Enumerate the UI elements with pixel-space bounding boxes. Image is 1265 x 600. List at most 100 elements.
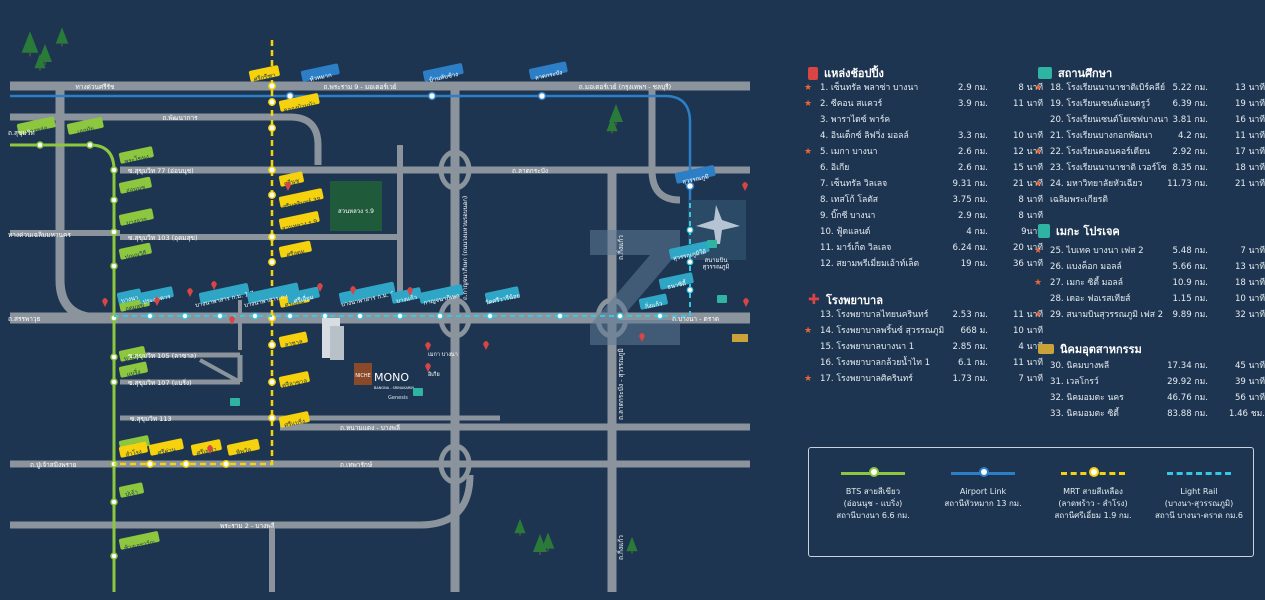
- star-icon: ★: [804, 147, 813, 157]
- section-hospital-list: 13. โรงพยาบาลไทยนครินทร์2.53 กม.11 นาที★…: [804, 307, 1043, 387]
- developer-logo: Genesis: [388, 395, 408, 401]
- place-row: 28. เดอะ ฟอเรสเทียส์1.15 กม.10 นาที: [1040, 291, 1265, 307]
- light-rail-station-label-tag: [116, 288, 142, 304]
- place-name: เฉลิมพระเกียรติ: [1050, 195, 1108, 205]
- light-rail-station: [251, 312, 259, 320]
- graduation-cap-icon: [1038, 67, 1052, 79]
- mrt-station: [146, 460, 154, 468]
- legend-rail-text: Light Rail (บางนา-สุวรรณภูมิ) สถานี บางน…: [1154, 487, 1244, 520]
- light-rail-station-label-tag: [198, 283, 250, 304]
- map-pin-icon: [102, 298, 108, 307]
- place-distance: 8.35 กม.: [1172, 163, 1208, 173]
- place-name: 2. ซีคอน สแควร์: [820, 99, 883, 109]
- place-row: 31. เวลโกรว์29.92 กม.39 นาที: [1040, 374, 1265, 390]
- section-industrial-title: นิคมอุตสาหกรรม: [1038, 340, 1142, 358]
- place-row: 26. แบงค็อก มอลล์5.66 กม.13 นาที: [1040, 259, 1265, 275]
- bts-station: [110, 196, 118, 204]
- place-distance: 668 ม.: [960, 326, 988, 336]
- mrt-station-label-tag: [278, 331, 308, 348]
- place-time: 36 นาที: [1012, 259, 1043, 269]
- light-rail-station: [616, 312, 624, 320]
- shopping-bag-icon: [808, 66, 818, 80]
- ikea-label: อิเกีย: [427, 371, 439, 378]
- place-distance: 19 กม.: [960, 259, 988, 269]
- transit-legend: BTS สายสีเขียว (อ่อนนุช - แบริ่ง) สถานีบ…: [808, 447, 1254, 557]
- place-distance: 4 กม.: [966, 227, 988, 237]
- pattanakarn-road: [10, 113, 322, 165]
- road-label-soi113: ซ.สุขุมวิท 113: [130, 415, 172, 423]
- place-time: 8 นาที: [1018, 83, 1043, 93]
- road-label-thepharak: ถ.เทพารักษ์: [340, 461, 373, 469]
- mrt-station-label-tag: [278, 93, 320, 112]
- place-distance: 29.92 กม.: [1167, 377, 1208, 387]
- tree-trunk: [29, 52, 31, 57]
- tree-icon: [514, 518, 526, 534]
- place-time: 39 นาที: [1234, 377, 1265, 387]
- bts-station-label: เอกมัย: [77, 125, 95, 135]
- place-name: 14. โรงพยาบาลพริ้นซ์ สุวรรณภูมิ: [820, 326, 945, 336]
- place-name: 15. โรงพยาบาลบางนา 1: [820, 342, 915, 352]
- place-time: 45 นาที: [1234, 361, 1265, 371]
- place-time: 11 นาที: [1012, 358, 1043, 368]
- section-industrial-list: 30. นิคมบางพลี17.34 กม.45 นาที31. เวลโกร…: [1040, 358, 1265, 422]
- bts-station-label-tag: [16, 116, 56, 135]
- school-pin-icon: [230, 398, 240, 406]
- light-rail-station-label: บางแก้ว: [396, 294, 418, 305]
- place-distance: 2.6 กม.: [958, 163, 988, 173]
- mrt-station-label: ศรีด่าน: [157, 445, 177, 457]
- bts-station-label-tag: [118, 531, 160, 550]
- place-name: 18. โรงเรียนนานาชาติเบิร์คลีย์: [1050, 83, 1165, 93]
- legend-light-rail: Light Rail (บางนา-สุวรรณภูมิ) สถานี บางน…: [1149, 448, 1249, 556]
- road-label-soi77: ซ.สุขุมวิท 77 (อ่อนนุช): [128, 167, 194, 175]
- place-distance: 6.39 กม.: [1172, 99, 1208, 109]
- place-distance: 46.76 กม.: [1167, 393, 1208, 403]
- star-icon: ★: [1034, 310, 1043, 320]
- place-name: 30. นิคมบางพลี: [1050, 361, 1110, 371]
- place-distance: 2.6 กม.: [958, 147, 988, 157]
- school-pin-icon: [707, 240, 717, 248]
- bts-station: [110, 378, 118, 386]
- place-name: 20. โรงเรียนเซนต์โยเซฟบางนา: [1050, 115, 1169, 125]
- place-name: 12. สยามพรีเมี่ยมเอ้าท์เล็ต: [820, 259, 920, 269]
- place-time: 13 นาที: [1234, 83, 1265, 93]
- place-time: 11 นาที: [1234, 131, 1265, 141]
- place-name: 11. มาร์เก็ต วิลเลจ: [820, 243, 892, 253]
- place-time: 9นาที: [1021, 227, 1043, 237]
- light-rail-station: [436, 312, 444, 320]
- map-pin-icon: [425, 363, 431, 372]
- place-distance: 10.9 กม.: [1172, 278, 1208, 288]
- road-label-kanchanaphisek: ถ.กาญจนาภิเษก (ถนนวงแหวนรอบนอก): [462, 196, 469, 300]
- place-name: 27. เมกะ ซิตี้ มอลล์: [1050, 278, 1124, 288]
- road-label-rama9: ถ.พระราม 9 - มอเตอร์เวย์: [323, 83, 396, 91]
- bts-station-label: อุดมสุข: [125, 302, 145, 313]
- road-label-latkrabang: ถ.ลาดกระบัง: [512, 167, 548, 175]
- mrt-station-label-tag: [248, 65, 280, 82]
- tree-trunk: [615, 122, 617, 125]
- place-distance: 1.15 กม.: [1172, 294, 1208, 304]
- place-name: 24. มหาวิทยาลัยหัวเฉียว: [1050, 179, 1143, 189]
- light-rail-station: [216, 312, 224, 320]
- place-time: 1.46 ชม.: [1228, 409, 1265, 419]
- place-name: 26. แบงค็อก มอลล์: [1050, 262, 1122, 272]
- mrt-station: [268, 98, 276, 106]
- bts-station: [36, 141, 44, 149]
- place-row: 4. อินเด็กซ์ ลิฟวิ่ง มอลล์3.3 กม.10 นาที: [810, 128, 1043, 144]
- bts-station: [110, 228, 118, 236]
- place-row: เฉลิมพระเกียรติ: [1040, 192, 1260, 208]
- tree-trunk: [519, 533, 521, 536]
- bts-station-label-tag: [118, 176, 152, 194]
- place-time: 16 นาที: [1234, 115, 1265, 125]
- place-distance: 9.31 กม.: [952, 179, 988, 189]
- mrt-station-label-tag: [278, 411, 310, 428]
- place-time: 8 นาที: [1018, 195, 1043, 205]
- tree-trunk: [631, 551, 633, 554]
- mrt-station: [268, 191, 276, 199]
- tree-icon: [609, 104, 623, 122]
- light-rail-station-label-tag: [338, 281, 396, 304]
